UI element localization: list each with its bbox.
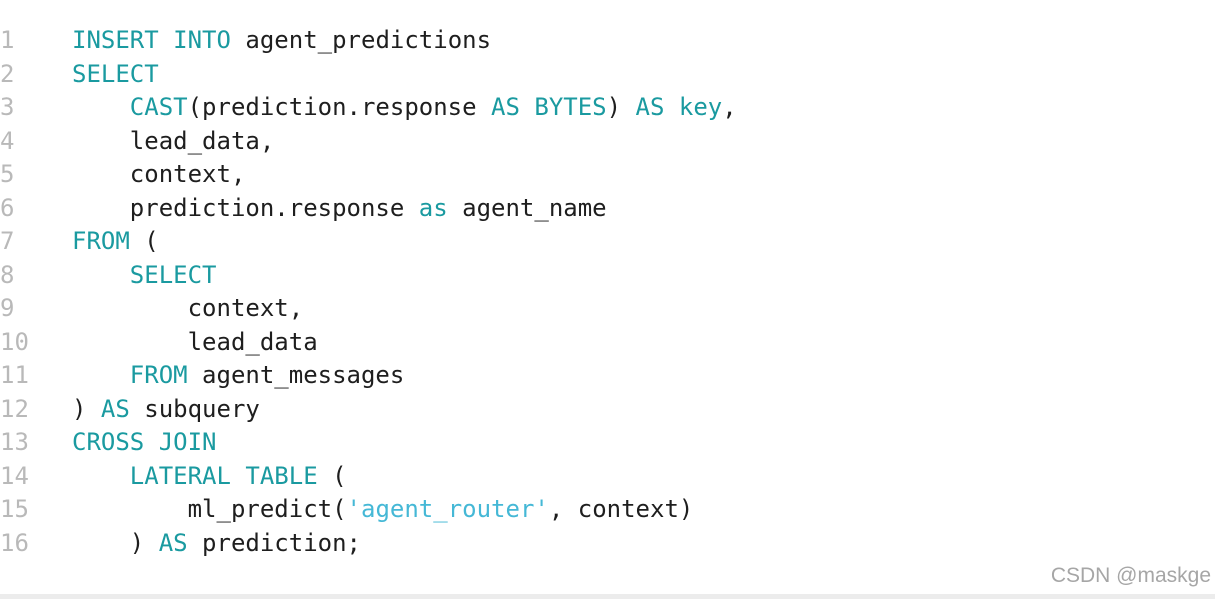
sql-keyword: AS BYTES xyxy=(491,93,607,121)
code-text: SELECT xyxy=(72,58,159,92)
code-line[interactable]: 9 context, xyxy=(0,292,1215,326)
code-text: SELECT xyxy=(72,259,217,293)
code-line[interactable]: 5 context, xyxy=(0,158,1215,192)
code-text: ml_predict('agent_router', context) xyxy=(72,493,694,527)
code-token: ) xyxy=(72,394,101,423)
code-token: agent_predictions xyxy=(230,26,492,54)
code-token: ( xyxy=(317,461,347,490)
sql-keyword: SELECT xyxy=(72,59,159,88)
code-token: lead_data xyxy=(187,327,318,356)
line-number: 2 xyxy=(0,59,15,88)
sql-keyword: key xyxy=(678,93,723,121)
indent xyxy=(72,529,130,557)
code-line[interactable]: 2 SELECT xyxy=(0,58,1215,92)
sql-keyword: LATERAL TABLE xyxy=(129,461,318,490)
line-number: 16 xyxy=(0,528,29,557)
indent xyxy=(72,294,188,322)
indent xyxy=(72,495,188,523)
line-number: 4 xyxy=(0,126,15,155)
string-literal: 'agent_router' xyxy=(346,495,549,523)
code-text: CAST(prediction.response AS BYTES) AS ke… xyxy=(72,91,737,125)
code-token: context, xyxy=(187,294,304,322)
code-token: ) xyxy=(606,93,636,121)
code-line[interactable]: 1 INSERT INTO agent_predictions xyxy=(0,24,1215,58)
line-number: 6 xyxy=(0,193,15,222)
code-token: , context) xyxy=(548,495,694,523)
line-number: 8 xyxy=(0,260,15,289)
indent xyxy=(72,328,188,356)
sql-keyword: AS xyxy=(635,93,665,121)
code-text: ) AS prediction; xyxy=(72,527,361,561)
code-token: ( xyxy=(129,227,159,255)
code-token: ) xyxy=(129,528,159,557)
code-line[interactable]: 3 CAST(prediction.response AS BYTES) AS … xyxy=(0,91,1215,125)
code-token: , xyxy=(722,93,737,121)
line-number: 10 xyxy=(0,327,29,356)
line-number: 5 xyxy=(0,160,15,188)
code-text: prediction.response as agent_name xyxy=(72,192,607,226)
code-line[interactable]: 12) AS subquery xyxy=(0,393,1215,427)
code-text: CROSS JOIN xyxy=(72,426,217,460)
sql-keyword: AS xyxy=(158,528,188,557)
code-text: context, xyxy=(72,292,304,326)
code-line[interactable]: 11 FROM agent_messages xyxy=(0,359,1215,393)
code-text: INSERT INTO agent_predictions xyxy=(72,24,491,58)
code-line[interactable]: 13 CROSS JOIN xyxy=(0,426,1215,460)
code-token: agent_messages xyxy=(187,361,405,389)
line-number: 15 xyxy=(0,495,29,523)
indent xyxy=(72,261,130,289)
code-token: subquery xyxy=(129,394,260,423)
indent xyxy=(72,127,130,155)
indent xyxy=(72,93,130,121)
line-number: 3 xyxy=(0,93,15,121)
sql-keyword: as xyxy=(418,193,448,222)
line-number: 13 xyxy=(0,428,29,456)
sql-keyword: INSERT INTO xyxy=(72,26,231,54)
line-number: 7 xyxy=(0,227,15,255)
indent xyxy=(72,194,130,222)
code-token: prediction.response xyxy=(129,193,419,222)
code-token xyxy=(664,93,678,121)
line-number: 1 xyxy=(0,26,15,54)
code-token: prediction; xyxy=(187,528,361,557)
code-text: lead_data, xyxy=(72,125,275,159)
code-text: ) AS subquery xyxy=(72,393,260,427)
code-token: (prediction.response xyxy=(187,93,492,121)
code-line[interactable]: 14 LATERAL TABLE ( xyxy=(0,460,1215,494)
line-number: 11 xyxy=(0,361,29,389)
indent xyxy=(72,361,130,389)
code-line[interactable]: 16 ) AS prediction; xyxy=(0,527,1215,561)
bottom-divider xyxy=(0,594,1215,599)
code-line[interactable]: 10 lead_data xyxy=(0,326,1215,360)
code-text: lead_data xyxy=(72,326,318,360)
code-token: context, xyxy=(129,160,246,188)
sql-keyword: FROM xyxy=(129,361,188,389)
code-line[interactable]: 15 ml_predict('agent_router', context) xyxy=(0,493,1215,527)
code-text: FROM ( xyxy=(72,225,159,259)
code-line[interactable]: 8 SELECT xyxy=(0,259,1215,293)
line-number: 12 xyxy=(0,394,29,423)
sql-keyword: SELECT xyxy=(129,260,217,289)
code-line[interactable]: 6 prediction.response as agent_name xyxy=(0,192,1215,226)
code-line[interactable]: 4 lead_data, xyxy=(0,125,1215,159)
sql-keyword: FROM xyxy=(72,227,130,255)
code-text: context, xyxy=(72,158,246,192)
code-text: LATERAL TABLE ( xyxy=(72,460,347,494)
line-number: 9 xyxy=(0,294,15,322)
line-number: 14 xyxy=(0,461,29,490)
sql-keyword: CAST xyxy=(129,93,188,121)
code-token: ml_predict( xyxy=(187,495,347,523)
indent xyxy=(72,462,130,490)
sql-keyword: AS xyxy=(100,394,130,423)
watermark: CSDN @maskge xyxy=(1050,564,1211,587)
code-text: FROM agent_messages xyxy=(72,359,405,393)
code-line[interactable]: 7 FROM ( xyxy=(0,225,1215,259)
indent xyxy=(72,160,130,188)
code-token: agent_name xyxy=(447,193,607,222)
code-token: lead_data, xyxy=(129,126,275,155)
sql-keyword: CROSS JOIN xyxy=(72,428,217,456)
